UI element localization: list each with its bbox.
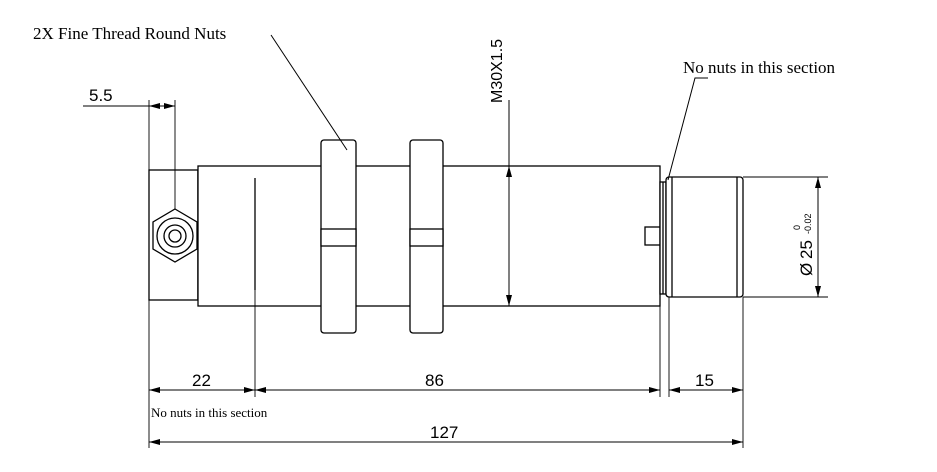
label-hex-width: 5.5: [89, 86, 113, 105]
round-nut-2-groove: [409, 228, 444, 247]
label-no-nuts-left: No nuts in this section: [151, 405, 268, 420]
key-tab: [644, 226, 661, 246]
label-left-section: 22: [192, 371, 211, 390]
label-no-nuts-right: No nuts in this section: [683, 58, 836, 77]
leader-lines: [270, 34, 708, 181]
leader-no-nuts-right: [667, 77, 708, 181]
extension-lines: [148, 100, 828, 448]
label-middle-section: 86: [425, 371, 444, 390]
label-round-nuts: 2X Fine Thread Round Nuts: [33, 24, 226, 43]
leader-round-nuts: [270, 34, 348, 151]
sensor-body-outline: [148, 139, 744, 334]
sensing-head: [665, 176, 744, 298]
hex-bore-outer: [163, 224, 187, 248]
round-nut-1-groove: [320, 228, 357, 247]
labels: 2X Fine Thread Round Nuts No nuts in thi…: [33, 24, 836, 442]
label-overall-length: 127: [430, 423, 458, 442]
diameter-tol-upper: 0: [792, 225, 802, 230]
label-diameter: Ø 25 0 -0.02: [792, 213, 816, 276]
hex-outline: [152, 208, 198, 263]
hex-connector-block: [148, 169, 199, 301]
diameter-value: 25: [797, 240, 816, 259]
diameter-tol-lower: -0.02: [803, 213, 813, 234]
diameter-symbol: Ø: [797, 263, 816, 276]
label-right-section: 15: [695, 371, 714, 390]
hex-nut-symbol: [152, 208, 198, 263]
hex-bore-inner: [168, 229, 182, 243]
dimension-lines: [83, 100, 821, 445]
hex-inner-ring: [156, 217, 194, 255]
label-thread-spec: M30X1.5: [489, 39, 506, 103]
